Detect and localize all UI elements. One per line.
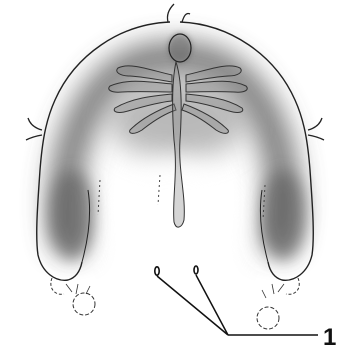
left-tuberosity — [51, 278, 95, 315]
incisive-papilla — [168, 33, 192, 63]
label-1: 1 — [323, 324, 336, 351]
right-tuberosity — [257, 278, 299, 329]
